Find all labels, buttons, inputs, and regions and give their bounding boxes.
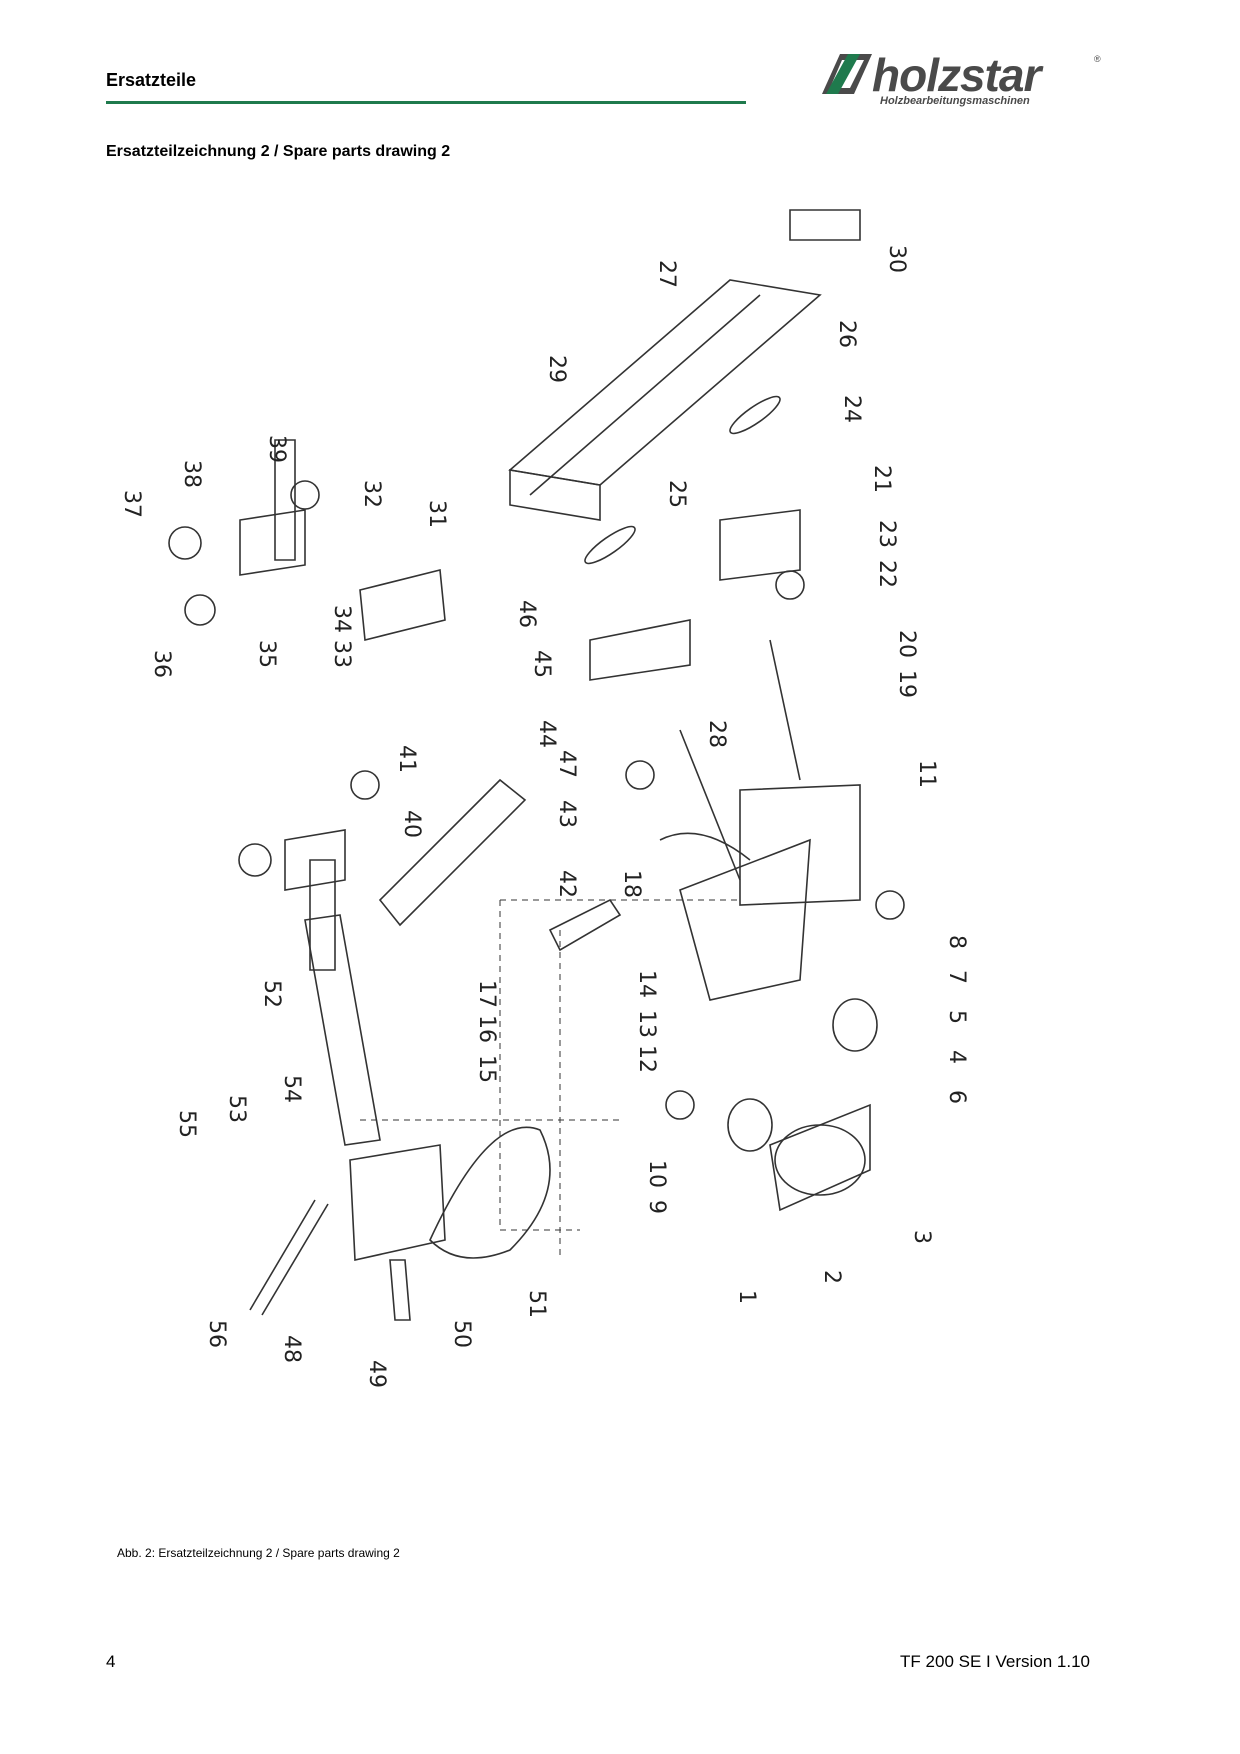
part-callout-25: 25 — [664, 480, 689, 508]
part-callout-41: 41 — [394, 745, 419, 773]
support-arm-part — [378, 778, 527, 927]
part-callout-16: 16 — [474, 1015, 499, 1043]
guard-disc-part — [429, 1126, 551, 1259]
part-callout-7: 7 — [944, 970, 969, 984]
exploded-parts-drawing: 1234567891011121314151617181920212223242… — [119, 209, 969, 1388]
part-callout-31: 31 — [424, 500, 449, 528]
part-callout-34: 34 — [329, 605, 354, 633]
logo-mark-icon — [822, 54, 872, 94]
part-callout-11: 11 — [914, 760, 939, 788]
part-callout-12: 12 — [634, 1045, 659, 1073]
part-callout-45: 45 — [529, 650, 554, 678]
part-callout-4: 4 — [944, 1050, 969, 1064]
part-callout-46: 46 — [514, 600, 539, 628]
part-callout-52: 52 — [259, 980, 284, 1008]
part-callout-32: 32 — [359, 480, 384, 508]
angle-bracket-part — [679, 838, 811, 1001]
part-callout-8: 8 — [944, 935, 969, 949]
fence-holder-lower — [589, 619, 691, 681]
main-housing-part — [739, 784, 861, 906]
page-header-title: Ersatzteile — [106, 70, 197, 90]
part-callout-30: 30 — [884, 245, 909, 273]
part-callout-42: 42 — [554, 870, 579, 898]
part-callout-40: 40 — [399, 810, 424, 838]
part-callout-2: 2 — [819, 1270, 844, 1284]
part-callout-35: 35 — [254, 640, 279, 668]
part-callout-49: 49 — [364, 1360, 389, 1388]
part-callout-38: 38 — [179, 460, 204, 488]
part-callout-3: 3 — [909, 1230, 934, 1244]
part-callout-27: 27 — [654, 260, 679, 288]
header-rule — [106, 101, 746, 104]
part-callout-1: 1 — [734, 1290, 759, 1304]
figure-caption: Abb. 2: Ersatzteilzeichnung 2 / Spare pa… — [117, 1546, 400, 1560]
motor-base-part — [769, 1103, 871, 1212]
logo-wordmark: holzstar — [872, 49, 1041, 101]
part-number-callouts: 1234567891011121314151617181920212223242… — [119, 245, 969, 1388]
fence-holder-upper — [719, 509, 801, 581]
page-number: 4 — [106, 1652, 116, 1671]
part-callout-14: 14 — [634, 970, 659, 998]
part-callout-24: 24 — [839, 395, 864, 423]
part-callout-5: 5 — [944, 1010, 969, 1024]
clamp-block-part — [349, 1144, 446, 1261]
part-callout-43: 43 — [554, 800, 579, 828]
part-callout-20: 20 — [894, 630, 919, 658]
part-callout-36: 36 — [149, 650, 174, 678]
part-callout-51: 51 — [524, 1290, 549, 1318]
part-callout-18: 18 — [619, 870, 644, 898]
part-callout-10: 10 — [644, 1160, 669, 1188]
part-callout-23: 23 — [874, 520, 899, 548]
logo-registered-mark: ® — [1094, 54, 1101, 64]
part-callout-39: 39 — [264, 435, 289, 463]
part-callout-13: 13 — [634, 1010, 659, 1038]
part-callout-47: 47 — [554, 750, 579, 778]
part-callout-48: 48 — [279, 1335, 304, 1363]
holzstar-logo: holzstar ® Holzbearbeitungsmaschinen — [820, 49, 1101, 110]
part-callout-15: 15 — [474, 1055, 499, 1083]
end-cap-part — [789, 209, 861, 241]
part-callout-54: 54 — [279, 1075, 304, 1103]
section-title: Ersatzteilzeichnung 2 / Spare parts draw… — [106, 143, 451, 160]
logo-subtitle: Holzbearbeitungsmaschinen — [880, 95, 1030, 107]
part-callout-6: 6 — [944, 1090, 969, 1104]
part-callout-9: 9 — [644, 1200, 669, 1214]
part-callout-22: 22 — [874, 560, 899, 588]
fence-rail-end — [509, 469, 601, 521]
part-callout-28: 28 — [704, 720, 729, 748]
square-bar-part — [304, 914, 381, 1146]
document-version: TF 200 SE I Version 1.10 — [900, 1652, 1090, 1671]
part-callout-55: 55 — [174, 1110, 199, 1138]
part-callout-26: 26 — [834, 320, 859, 348]
part-callout-19: 19 — [894, 670, 919, 698]
part-callout-17: 17 — [474, 980, 499, 1008]
part-callout-44: 44 — [534, 720, 559, 748]
part-callout-50: 50 — [449, 1320, 474, 1348]
part-callout-37: 37 — [119, 490, 144, 518]
part-callout-29: 29 — [544, 355, 569, 383]
handwheel-part — [832, 998, 878, 1052]
part-callout-53: 53 — [224, 1095, 249, 1123]
part-callout-21: 21 — [869, 465, 894, 493]
part-callout-33: 33 — [329, 640, 354, 668]
part-callout-56: 56 — [204, 1320, 229, 1348]
